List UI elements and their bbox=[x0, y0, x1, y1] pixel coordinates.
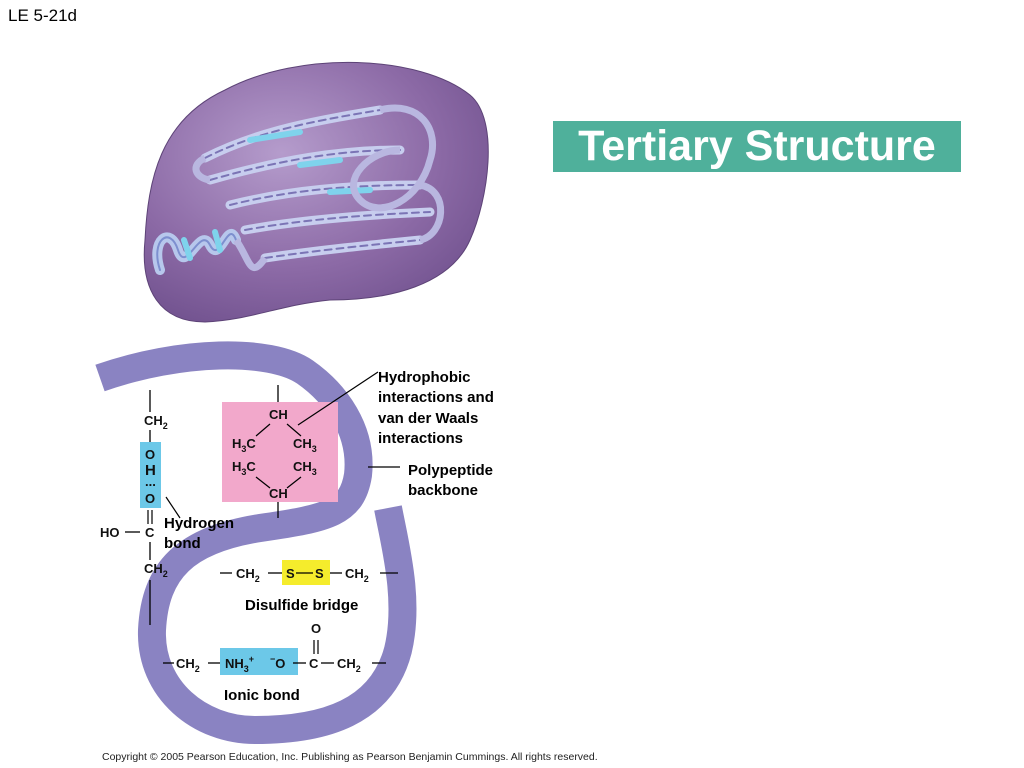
backbone-label-1: Polypeptide bbox=[408, 462, 493, 479]
sulfur-right: S bbox=[315, 566, 324, 581]
ch-top: CH bbox=[269, 407, 288, 422]
hydrogen-bond-group: CH2 O H ... O C HO CH2 Hydrogen bond bbox=[100, 390, 234, 625]
title-banner: Tertiary Structure bbox=[553, 121, 961, 172]
h3c-upper: H3C bbox=[232, 436, 256, 454]
slide-id: LE 5-21d bbox=[8, 6, 77, 25]
hydrophobic-label-4: interactions bbox=[378, 430, 463, 447]
ho-group: HO bbox=[100, 525, 120, 540]
ch2-bottom: CH2 bbox=[144, 561, 168, 579]
hydrophobic-label-2: interactions and bbox=[378, 389, 494, 406]
hbond-highlight bbox=[140, 442, 161, 508]
hbond-dots: ... bbox=[145, 474, 156, 489]
ch2-top: CH2 bbox=[144, 413, 168, 431]
ch2-disulfide-left: CH2 bbox=[236, 566, 260, 584]
ionic-label: Ionic bond bbox=[224, 687, 300, 704]
ch2-disulfide-right: CH2 bbox=[345, 566, 369, 584]
ammonium: NH3+ bbox=[225, 654, 254, 674]
sulfur-left: S bbox=[286, 566, 295, 581]
h3c-lower: H3C bbox=[232, 459, 256, 477]
protein-3d-illustration bbox=[143, 61, 489, 323]
alpha-helix bbox=[152, 228, 241, 275]
hydrophobic-group: CH H3C CH3 H3C CH3 CH Hydrophobic intera… bbox=[222, 369, 494, 518]
polypeptide-backbone bbox=[95, 341, 417, 745]
hbond-h: H bbox=[145, 462, 156, 479]
ch2-ionic-left: CH2 bbox=[176, 656, 200, 674]
hbond-label-1: Hydrogen bbox=[164, 515, 234, 532]
coil-loops bbox=[192, 104, 445, 272]
beta-strands bbox=[200, 105, 435, 263]
carbonyl-o: O bbox=[311, 621, 321, 636]
ch3-lower: CH3 bbox=[293, 459, 317, 477]
disulfide-group: CH2 S S CH2 Disulfide bridge bbox=[220, 560, 398, 614]
hydrophobic-label-3: van der Waals bbox=[378, 410, 478, 427]
copyright-notice: Copyright © 2005 Pearson Education, Inc.… bbox=[102, 751, 598, 763]
ch3-upper: CH3 bbox=[293, 436, 317, 454]
hydrophobic-label-1: Hydrophobic bbox=[378, 369, 471, 386]
backbone-label-group: Polypeptide backbone bbox=[368, 462, 493, 499]
hbond-o-bottom: O bbox=[145, 491, 155, 506]
carboxyl-carbon: C bbox=[145, 525, 155, 540]
hbond-label-2: bond bbox=[164, 535, 201, 552]
ionic-highlight bbox=[220, 648, 298, 675]
page-title: Tertiary Structure bbox=[578, 122, 936, 170]
ch2-ionic-right: CH2 bbox=[337, 656, 361, 674]
carboxylate-o: −O bbox=[270, 654, 285, 671]
carboxylate-c: C bbox=[309, 656, 319, 671]
disulfide-label: Disulfide bridge bbox=[245, 597, 358, 614]
hbond-o-top: O bbox=[145, 447, 155, 462]
ch-bottom: CH bbox=[269, 486, 288, 501]
backbone-label-2: backbone bbox=[408, 482, 478, 499]
hydrophobic-highlight bbox=[222, 402, 338, 502]
ionic-group: CH2 NH3+ −O C O CH2 Ionic bond bbox=[163, 621, 386, 704]
